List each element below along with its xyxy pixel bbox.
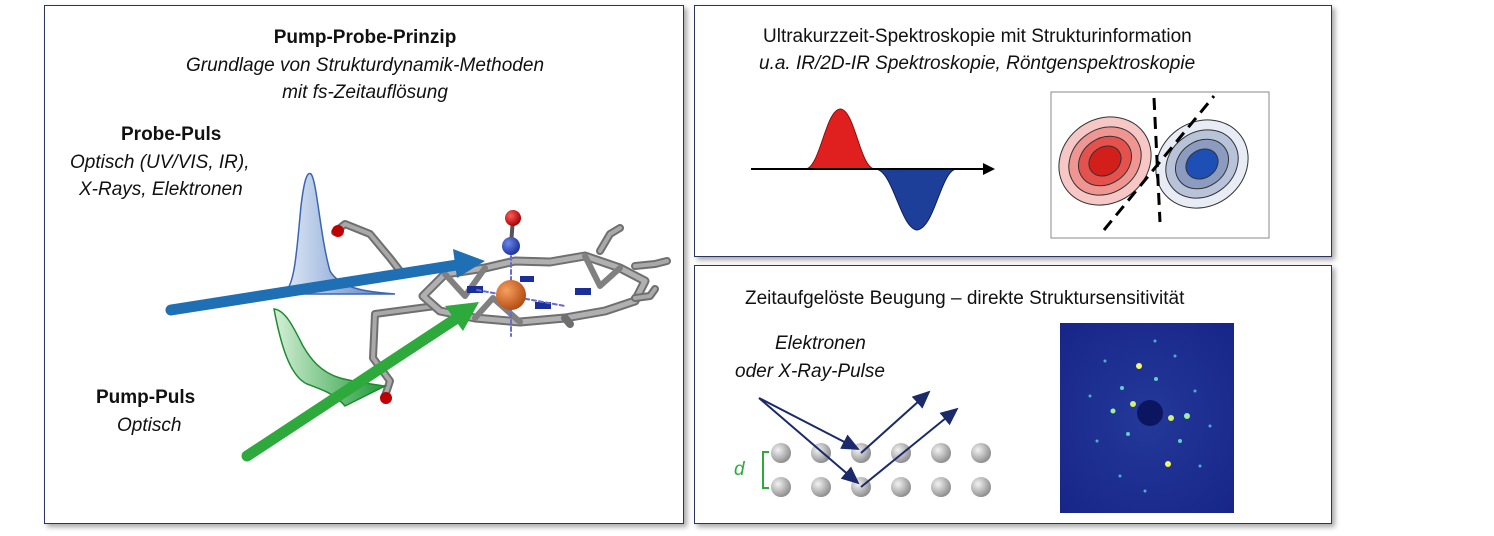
- vertical-dashed-line: [1152, 97, 1162, 223]
- negative-contours: [1155, 119, 1249, 209]
- beam-label-line-2: oder X-Ray-Pulse: [735, 361, 885, 382]
- probe-arrow: [165, 258, 469, 316]
- negative-peak: [874, 168, 958, 231]
- diffraction-title: Zeitaufgelöste Beugung – direkte Struktu…: [745, 288, 1185, 309]
- spectrum-axis-arrowhead: [983, 163, 995, 175]
- pump-probe-title: Pump-Probe-Prinzip: [273, 27, 457, 48]
- pump-pulse-title: Pump-Puls: [96, 387, 196, 408]
- spacing-bracket: [762, 451, 769, 489]
- pump-probe-diagram: [165, 172, 671, 462]
- diffraction-spots: [1088, 339, 1212, 493]
- diffraction-diagram: [758, 323, 1234, 513]
- spectroscopy-subtitle: u.a. IR/2D-IR Spektroskopie, Röntgenspek…: [759, 53, 1196, 74]
- pump-probe-subtitle-2: mit fs-Zeitauflösung: [282, 82, 448, 103]
- positive-peak: [804, 108, 876, 170]
- spacing-label: d: [734, 459, 745, 480]
- spectroscopy-diagram: [751, 91, 1270, 239]
- pump-arrowhead: [445, 302, 479, 331]
- pump-arrow: [241, 310, 466, 462]
- probe-pulse-line-1: Optisch (UV/VIS, IR),: [70, 152, 250, 173]
- pump-probe-subtitle-1: Grundlage von Strukturdynamik-Methoden: [185, 55, 545, 76]
- iron-atom: [496, 280, 526, 310]
- diffraction-beams: [758, 390, 959, 488]
- pump-pulse-line-1: Optisch: [117, 415, 182, 436]
- probe-pulse-line-2: X-Rays, Elektronen: [79, 179, 243, 200]
- spectroscopy-title: Ultrakurzzeit-Spektroskopie mit Struktur…: [763, 26, 1192, 47]
- positive-contours: [1058, 116, 1152, 206]
- beam-label-line-1: Elektronen: [775, 333, 866, 354]
- diagonal-dashed-line: [1102, 95, 1216, 231]
- nitrogen-atom: [502, 237, 520, 255]
- pump-pulse-envelope: [273, 308, 388, 407]
- oxygen-atom: [505, 210, 521, 226]
- spectroscopy-panel: Ultrakurzzeit-Spektroskopie mit Struktur…: [694, 5, 1332, 257]
- molecule-model: [331, 210, 671, 404]
- diffraction-panel: Zeitaufgelöste Beugung – direkte Struktu…: [694, 265, 1332, 524]
- probe-pulse-title: Probe-Puls: [121, 124, 222, 145]
- pump-probe-panel: Pump-Probe-Prinzip Grundlage von Struktu…: [44, 5, 684, 524]
- probe-arrowhead: [453, 249, 485, 278]
